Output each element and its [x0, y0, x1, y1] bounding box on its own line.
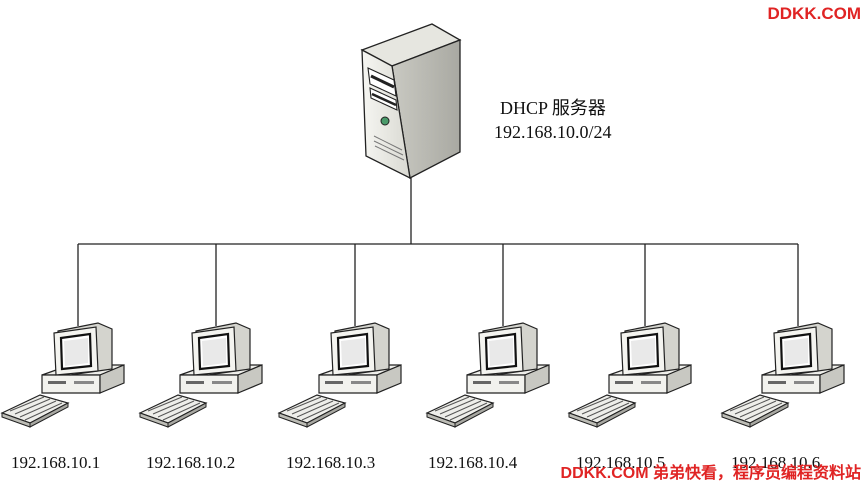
watermark-bottom: DDKK.COM 弟弟快看，程序员编程资料站: [560, 465, 861, 482]
server-icon: [360, 23, 462, 180]
server-network: 192.168.10.0/24: [494, 122, 612, 142]
computer-icon: [0, 321, 126, 429]
computer-icon: [425, 321, 551, 429]
watermark-top: DDKK.COM: [767, 4, 862, 23]
client-ip-2: 192.168.10.2: [146, 453, 236, 472]
client-ip-3: 192.168.10.3: [286, 453, 376, 472]
computer-icon: [277, 321, 403, 429]
client-ip-4: 192.168.10.4: [428, 453, 518, 472]
client-ip-6: 192.168.10.6: [731, 453, 821, 472]
computer-icon: [720, 321, 846, 429]
computer-icon: [567, 321, 693, 429]
computer-icon: [138, 321, 264, 429]
server-title: DHCP 服务器: [500, 98, 606, 118]
client-ip-1: 192.168.10.1: [11, 453, 101, 472]
client-ip-5: 192.168.10.5: [576, 453, 666, 472]
